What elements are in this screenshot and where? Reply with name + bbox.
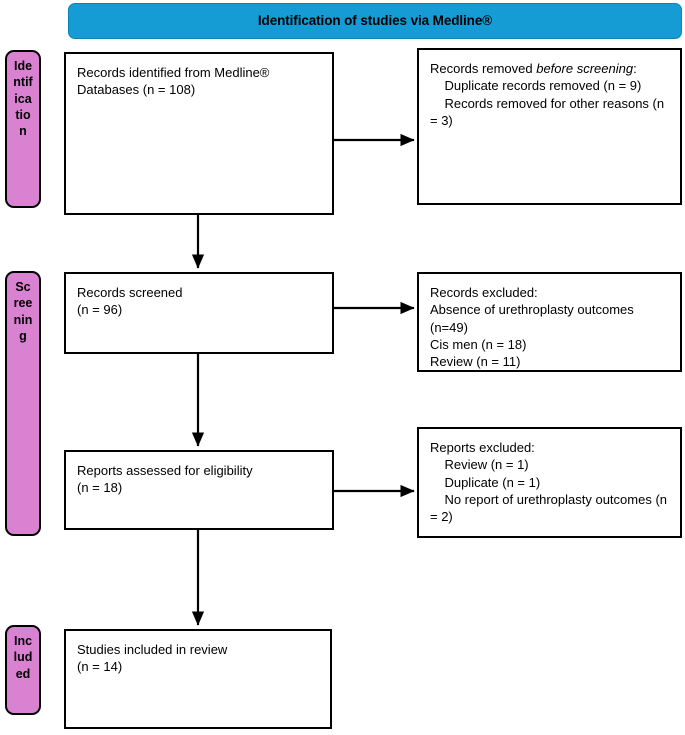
box-records-screened: Records screened (n = 96) [64,272,334,354]
box-reports-assessed-for-eligibility: Reports assessed for eligibility (n = 18… [64,450,334,530]
box-records-excluded: Records excluded: Absence of urethroplas… [417,272,682,372]
box-records-removed-heading-colon: : [633,61,637,76]
box-reports-excluded: Reports excluded: Review (n = 1) Duplica… [417,427,682,538]
box-records-removed-items: Duplicate records removed (n = 9) Record… [430,78,665,128]
box-records-excluded-text: Records excluded: Absence of urethroplas… [430,285,634,370]
box-records-identified-text: Records identified from Medline® Databas… [77,65,274,98]
stage-label-identification: Identification [5,50,41,208]
box-records-removed-heading: Records removed before screening: [430,60,671,77]
box-reports-excluded-text: Reports excluded: Review (n = 1) Duplica… [430,440,668,525]
box-studies-included-text: Studies included in review (n = 14) [77,642,228,675]
box-studies-included-in-review: Studies included in review (n = 14) [64,629,332,729]
diagram-title: Identification of studies via Medline® [257,12,493,28]
stage-label-screening-text: Screening [13,280,33,343]
box-records-removed-heading-italic: before screening [536,61,634,76]
stage-label-included: Included [5,625,41,715]
diagram-header-banner: Identification of studies via Medline® [68,3,682,39]
box-records-removed-before-screening: Records removed before screening: Duplic… [417,48,682,205]
stage-label-screening: Screening [5,271,41,536]
box-records-identified: Records identified from Medline® Databas… [64,52,334,215]
box-records-removed-heading-plain: Records removed [430,61,537,76]
stage-label-identification-text: Identification [13,59,33,138]
box-records-screened-text: Records screened (n = 96) [77,285,183,318]
stage-label-included-text: Included [13,634,33,681]
box-reports-assessed-text: Reports assessed for eligibility (n = 18… [77,463,253,496]
